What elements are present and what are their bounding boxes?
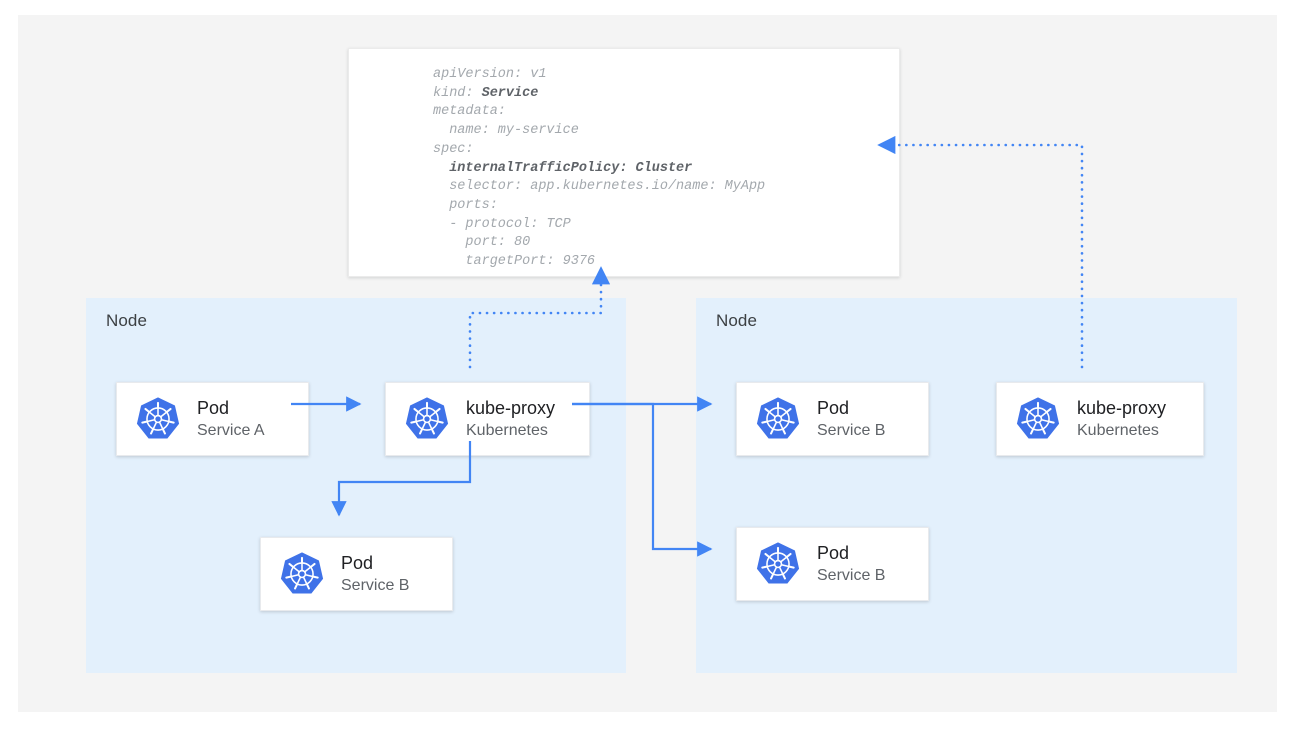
manifest-line: apiVersion: v1 [433,67,547,82]
kubernetes-icon [755,541,801,587]
card-title: kube-proxy [466,397,556,418]
kubernetes-icon [279,551,325,597]
card-pod-service-a[interactable]: Pod Service A [116,382,309,456]
card-text: Pod Service A [197,398,265,440]
card-subtitle: Service B [817,421,886,439]
card-text: kube-proxy Kubernetes [466,398,555,440]
card-text: kube-proxy Kubernetes [1077,398,1166,440]
manifest-line: port: 80 [433,235,531,251]
card-title: Pod [817,397,850,418]
card-subtitle: Kubernetes [466,421,548,439]
manifest-line: kind: Service [433,85,539,101]
service-manifest-panel: apiVersion: v1 kind: Service metadata: nam… [348,48,900,277]
node-group-right: Node [696,298,1237,673]
card-pod-service-b-remote-bottom[interactable]: Pod Service B [736,527,929,601]
kubernetes-icon [1015,396,1061,442]
kubernetes-icon [135,396,181,442]
manifest-line: ports: [433,197,498,213]
manifest-line: targetPort: 9376 [433,254,596,270]
manifest-line: name: my-service [433,123,579,139]
card-text: Pod Service B [817,398,885,440]
card-kube-proxy-left[interactable]: kube-proxy Kubernetes [385,382,590,456]
manifest-line: selector: app.kubernetes.io/name: MyApp [433,179,766,195]
card-title: Pod [817,542,850,563]
card-subtitle: Service A [197,421,265,439]
card-kube-proxy-right[interactable]: kube-proxy Kubernetes [996,382,1204,456]
card-pod-service-b-local[interactable]: Pod Service B [260,537,453,611]
card-pod-service-b-remote-top[interactable]: Pod Service B [736,382,929,456]
card-title: kube-proxy [1077,397,1167,418]
kubernetes-icon [404,396,450,442]
service-manifest-code: apiVersion: v1 kind: Service metadata: nam… [433,66,765,272]
card-subtitle: Service B [817,566,886,584]
card-subtitle: Kubernetes [1077,421,1159,439]
card-text: Pod Service B [817,543,885,585]
card-title: Pod [197,397,230,418]
node-label-right: Node [716,311,758,330]
card-title: Pod [341,552,374,573]
card-text: Pod Service B [341,553,409,595]
kubernetes-icon [755,396,801,442]
node-group-left: Node [86,298,626,673]
diagram-canvas: Node Node apiVersion: v1 kind: Service met… [18,15,1277,712]
manifest-line: metadata: [433,104,506,120]
manifest-line: internalTrafficPolicy: Cluster [433,160,693,176]
manifest-line: spec: [433,141,474,157]
node-label-left: Node [106,311,148,330]
card-subtitle: Service B [341,576,410,594]
manifest-line: - protocol: TCP [433,216,571,232]
